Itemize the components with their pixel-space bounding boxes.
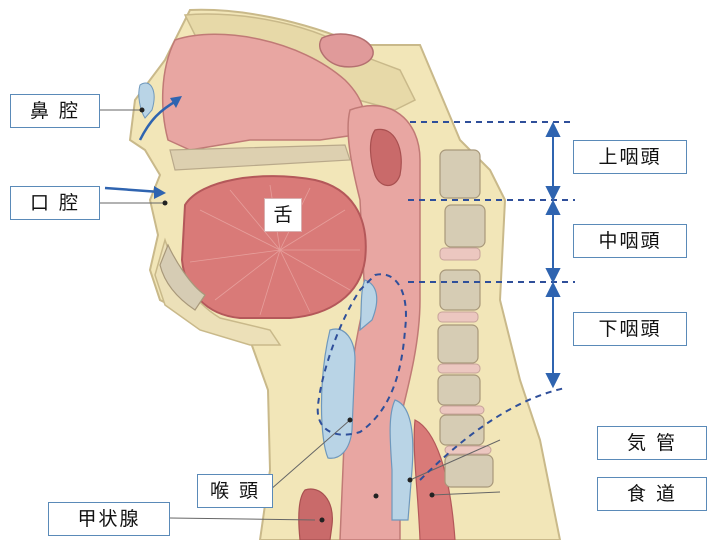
thyroid-gland [298,488,333,540]
label-thyroid: 甲状腺 [48,502,170,536]
trachea-tube [389,399,414,521]
label-esophagus: 食 道 [597,477,707,511]
intervertebral-discs [437,247,492,455]
pharynx-inner [369,128,402,187]
leader-lines [100,109,501,521]
nasal-arrowhead [170,96,182,108]
hypopharynx-outline [316,273,407,436]
mandible [159,243,206,311]
laryngeal-cartilage [320,328,356,459]
vertebrae [437,149,494,488]
label-trachea: 気 管 [597,426,707,460]
label-tongue: 舌 [264,198,302,232]
label-nasopharynx: 上咽頭 [573,140,687,174]
epiglottis [359,279,378,332]
label-oral-cavity: 口 腔 [10,186,100,220]
esophagus-tube [413,419,456,540]
oral-arrowhead [154,186,166,199]
label-nasal-cavity: 鼻 腔 [10,94,100,128]
label-oropharynx: 中咽頭 [573,224,687,258]
leader-dots [139,107,435,523]
label-hypopharynx: 下咽頭 [573,312,687,346]
tongue-fibers [189,184,360,316]
label-larynx: 喉 頭 [197,474,273,508]
hard-palate [169,144,351,171]
sinus [319,33,374,68]
oral-airflow-arrow [104,186,161,194]
region-span-arrows [545,121,561,389]
region-dashed-lines [408,121,575,481]
